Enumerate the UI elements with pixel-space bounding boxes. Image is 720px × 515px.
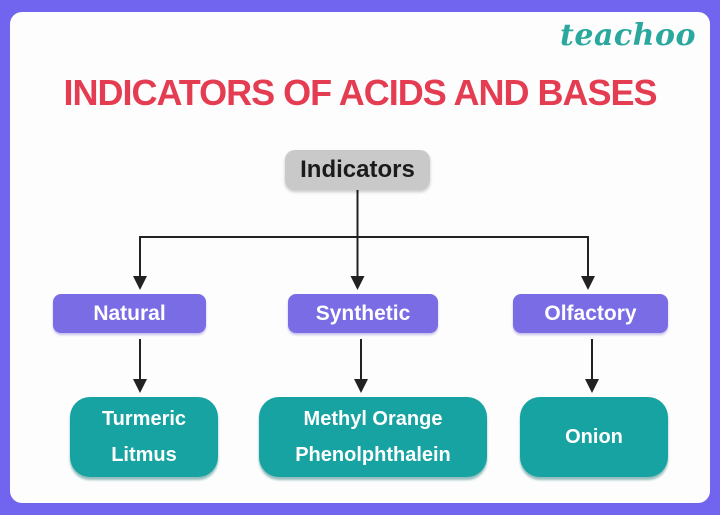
leaf-node-natural: Turmeric Litmus: [70, 397, 218, 477]
leaf-item-phenolphthalein: Phenolphthalein: [295, 444, 451, 466]
leaf-node-synthetic: Methyl Orange Phenolphthalein: [259, 397, 487, 477]
leaf-node-olfactory: Onion: [520, 397, 668, 477]
leaf-item-methyl-orange: Methyl Orange: [303, 408, 443, 430]
root-node-indicators: Indicators: [285, 150, 430, 190]
page-title: INDICATORS OF ACIDS AND BASES: [63, 72, 657, 113]
leaf-item-turmeric: Turmeric: [101, 408, 187, 430]
teachoo-logo: teachoo: [560, 18, 696, 53]
branch-node-natural: Natural: [53, 294, 206, 333]
branch-node-synthetic: Synthetic: [288, 294, 438, 333]
branch-node-olfactory: Olfactory: [513, 294, 668, 333]
leaf-item-litmus: Litmus: [111, 444, 177, 466]
leaf-item-onion: Onion: [565, 426, 623, 448]
